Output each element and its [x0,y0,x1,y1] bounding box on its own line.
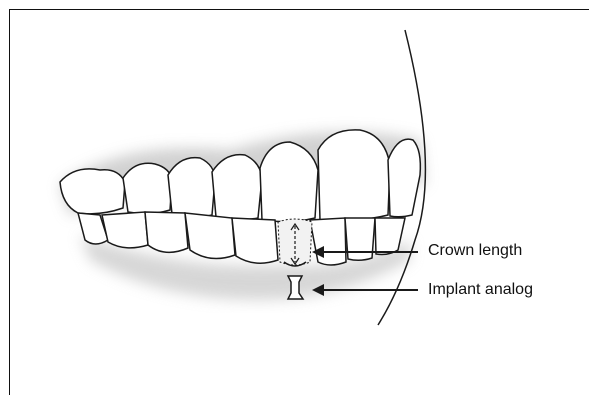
lower-incisor-1 [310,218,346,265]
edentulous-site [278,219,312,266]
lower-premolar-2 [185,213,235,259]
upper-molar-2 [123,163,172,213]
upper-premolar-2 [212,155,262,220]
upper-central-incisor [388,139,420,217]
upper-canine [260,142,318,222]
implant-analog-label: Implant analog [428,281,533,299]
lower-incisor-2 [345,218,375,260]
lower-premolar-1 [145,212,188,252]
crown-length-label: Crown length [428,242,522,260]
upper-teeth [60,130,420,222]
lower-canine [232,218,278,263]
upper-premolar-1 [168,158,215,218]
upper-molar-1 [60,169,125,214]
upper-lateral-incisor [318,130,390,221]
lower-molar-2 [102,212,148,248]
